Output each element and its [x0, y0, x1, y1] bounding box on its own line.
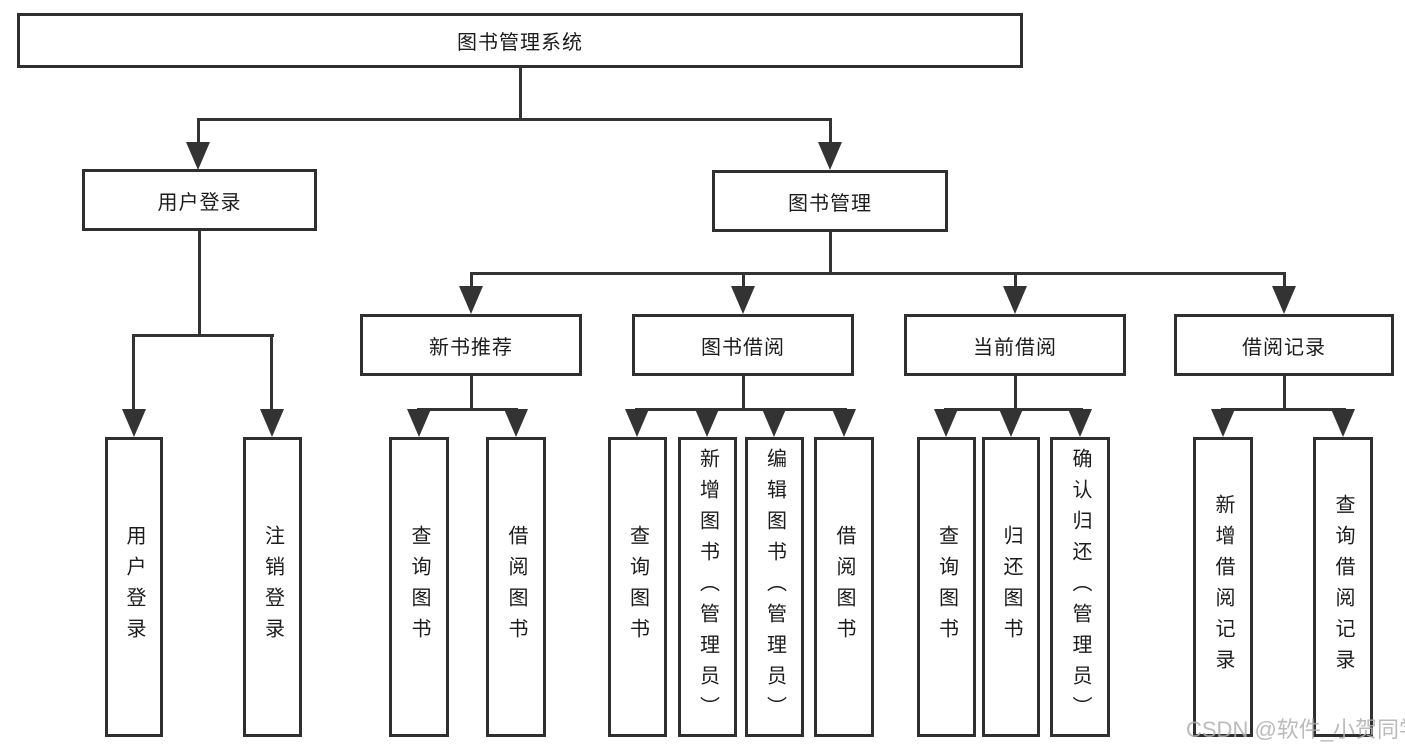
connector-line	[198, 231, 201, 337]
connector-line	[829, 118, 832, 148]
node-leaf-add-borrow-record-label: 新增借阅记录	[1212, 494, 1234, 680]
connector-arrow	[504, 409, 528, 437]
node-leaf-query-borrow-record: 查询借阅记录	[1313, 437, 1373, 737]
connector-arrow	[934, 409, 958, 437]
connector-line	[470, 272, 1286, 275]
node-new-book-rec: 新书推荐	[360, 314, 582, 376]
node-leaf-return-books: 归还图书	[982, 437, 1040, 737]
connector-arrow	[999, 409, 1023, 437]
node-leaf-user-login-label: 用户登录	[123, 525, 145, 649]
connector-line	[417, 408, 518, 411]
connector-line	[742, 376, 745, 411]
connector-arrow	[1068, 409, 1092, 437]
node-leaf-add-books-admin: 新增图书（管理员）	[678, 437, 737, 737]
node-borrow-records-label: 借阅记录	[1242, 336, 1326, 359]
connector-arrow	[122, 409, 146, 437]
connector-line	[132, 334, 274, 337]
node-leaf-confirm-return-admin: 确认归还（管理员）	[1050, 437, 1110, 737]
node-borrow-records: 借阅记录	[1174, 314, 1394, 376]
node-leaf-logout: 注销登录	[243, 437, 302, 737]
connector-arrow	[695, 409, 719, 437]
connector-line	[197, 118, 832, 121]
node-leaf-query-borrow-record-label: 查询借阅记录	[1332, 494, 1354, 680]
connector-arrow	[625, 409, 649, 437]
connector-line	[1221, 408, 1346, 411]
node-book-mgmt-label: 图书管理	[788, 192, 872, 215]
connector-arrow	[818, 142, 842, 170]
node-book-borrow: 图书借阅	[632, 314, 854, 376]
connector-line	[519, 68, 522, 121]
connector-arrow	[186, 142, 210, 170]
connector-arrow	[762, 409, 786, 437]
connector-line	[829, 232, 832, 275]
connector-arrow	[1211, 409, 1235, 437]
node-leaf-query-books-current-label: 查询图书	[935, 525, 958, 649]
node-leaf-borrow-books-rec-label: 借阅图书	[505, 525, 527, 649]
node-leaf-return-books-label: 归还图书	[1000, 525, 1022, 649]
connector-arrow	[1003, 286, 1027, 314]
node-leaf-borrow-books: 借阅图书	[814, 437, 874, 737]
connector-line	[742, 272, 745, 292]
node-user-login-label: 用户登录	[157, 191, 242, 214]
connector-arrow	[459, 286, 483, 314]
connector-line	[1283, 376, 1286, 411]
node-leaf-edit-books-admin: 编辑图书（管理员）	[745, 437, 804, 737]
node-leaf-logout-label: 注销登录	[261, 525, 284, 649]
connector-line	[197, 118, 200, 148]
node-leaf-add-books-admin-label: 新增图书（管理员）	[696, 447, 719, 727]
connector-line	[1014, 272, 1017, 292]
connector-arrow	[1331, 409, 1355, 437]
node-leaf-query-books-rec-label: 查询图书	[408, 525, 430, 649]
connector-line	[470, 272, 473, 292]
node-leaf-query-books-borrow-label: 查询图书	[626, 525, 649, 649]
connector-arrow	[260, 409, 284, 437]
node-leaf-edit-books-admin-label: 编辑图书（管理员）	[763, 447, 786, 727]
connector-line	[1283, 272, 1286, 292]
node-new-book-rec-label: 新书推荐	[429, 336, 513, 359]
connector-line	[1014, 376, 1017, 411]
connector-line	[470, 376, 473, 411]
node-leaf-borrow-books-label: 借阅图书	[833, 525, 855, 649]
connector-arrow	[407, 409, 431, 437]
csdn-watermark: CSDN @软件_小贺同学	[1186, 717, 1405, 742]
connector-line	[635, 408, 847, 411]
connector-arrow	[731, 286, 755, 314]
node-book-mgmt: 图书管理	[712, 170, 948, 232]
node-root: 图书管理系统	[17, 13, 1023, 68]
node-leaf-query-books-current: 查询图书	[917, 437, 976, 737]
node-book-borrow-label: 图书借阅	[701, 336, 785, 359]
node-leaf-confirm-return-admin-label: 确认归还（管理员）	[1069, 447, 1091, 727]
connector-line	[270, 334, 273, 415]
node-current-borrow: 当前借阅	[904, 314, 1126, 376]
node-leaf-user-login: 用户登录	[105, 437, 163, 737]
connector-arrow	[832, 409, 856, 437]
node-current-borrow-label: 当前借阅	[973, 336, 1057, 359]
connector-line	[132, 334, 135, 415]
connector-arrow	[1272, 286, 1296, 314]
node-leaf-query-books-rec: 查询图书	[389, 437, 449, 737]
node-user-login: 用户登录	[82, 169, 317, 231]
node-leaf-add-borrow-record: 新增借阅记录	[1193, 437, 1253, 737]
node-root-label: 图书管理系统	[457, 32, 583, 54]
node-leaf-query-books-borrow: 查询图书	[608, 437, 667, 737]
node-leaf-borrow-books-rec: 借阅图书	[486, 437, 546, 737]
